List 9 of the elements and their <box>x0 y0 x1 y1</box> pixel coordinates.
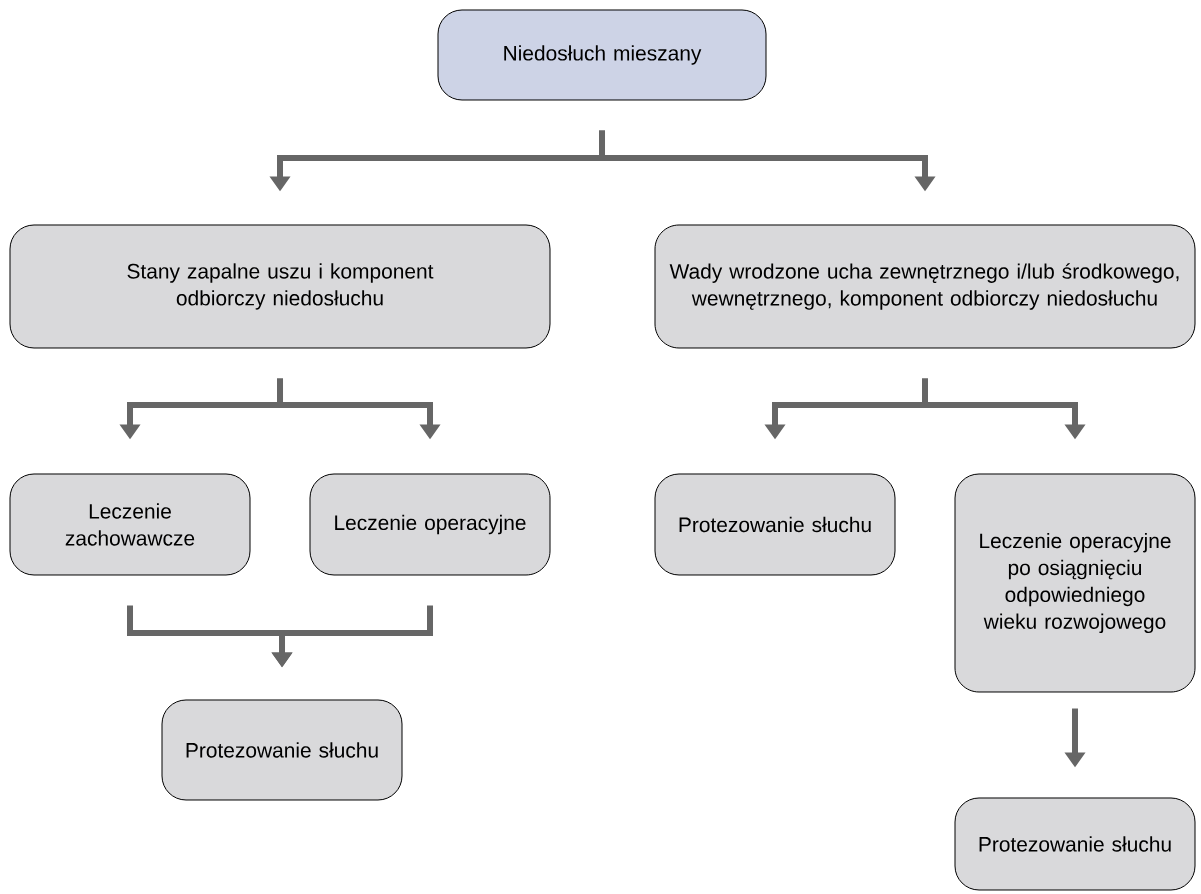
process-box: Leczenie zachowawcze <box>9 473 251 576</box>
process-box: Stany zapalne uszu i komponent odbiorczy niedosłuchu <box>9 224 551 349</box>
process-box: Protezowanie słuchu <box>161 699 403 801</box>
process-box: Niedosłuch mieszany <box>437 9 767 101</box>
process-box: Protezowanie słuchu <box>954 797 1196 891</box>
process-box: Wady wrodzone ucha zewnętrznego i/lub środkowego, wewnętrznego, komponent odbiorczy niedosłuchu <box>654 224 1196 349</box>
process-box: Leczenie operacyjne po osiągnięciu odpowiedniego wieku rozwojowego <box>954 473 1196 693</box>
process-box: Leczenie operacyjne <box>309 473 551 576</box>
process-box: Protezowanie słuchu <box>654 473 896 576</box>
